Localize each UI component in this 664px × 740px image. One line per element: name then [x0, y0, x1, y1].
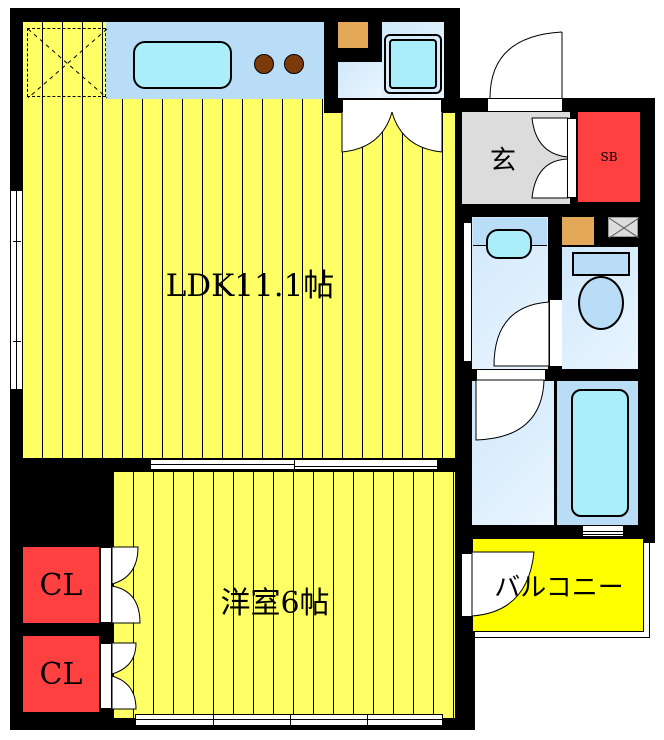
toilet-bowl-icon: [578, 276, 624, 330]
western-room-south-window[interactable]: [135, 714, 443, 726]
washer-alcove: [338, 62, 382, 98]
ldk-room-sliding-door[interactable]: [150, 459, 438, 470]
shoebox-door-frame[interactable]: [567, 118, 577, 198]
closet-2-bifold-door-icon: [111, 642, 137, 710]
front-door[interactable]: [487, 98, 563, 112]
stove-burner-icon: [254, 54, 274, 74]
refrigerator-space: [27, 28, 108, 99]
utility-box-2: [562, 217, 594, 245]
washroom-window[interactable]: [463, 222, 472, 362]
shoe-box[interactable]: SB: [578, 112, 640, 202]
closet-1-bifold-door-icon: [111, 546, 141, 624]
bathtub-icon: [571, 389, 629, 517]
shoebox-door-icon: [531, 117, 569, 199]
balcony-door-swing-icon: [471, 551, 535, 617]
pipe-space-x-icon: [608, 217, 640, 239]
toilet-tank-icon: [572, 252, 630, 276]
ldk-label: LDK11.1帖: [165, 267, 335, 304]
stove-burner-icon: [284, 54, 304, 74]
bathroom-door-swing-icon: [475, 379, 545, 441]
bathroom: [556, 381, 638, 525]
utility-box: [338, 22, 368, 48]
refrigerator-x-icon: [27, 28, 108, 99]
pipe-space: [608, 217, 640, 239]
washer-alcove-door[interactable]: [342, 99, 442, 113]
closet-1-door-frame[interactable]: [100, 547, 112, 623]
closet-2-door-frame[interactable]: [100, 643, 112, 709]
kitchen-counter: [106, 22, 324, 99]
washer-bifold-door-icon: [341, 111, 443, 153]
kitchen-sink: [133, 41, 232, 89]
western-room-floor: [114, 472, 455, 718]
closet-1[interactable]: CL: [23, 547, 99, 623]
washing-machine-icon: [384, 34, 442, 94]
washbasin-icon: [486, 229, 532, 259]
toilet-door[interactable]: [550, 300, 562, 366]
ldk-west-window[interactable]: [10, 190, 23, 390]
western-room-label: 洋室6帖: [220, 586, 330, 621]
washroom-door-swing-icon: [493, 301, 550, 367]
balcony-label: バルコニー: [494, 572, 624, 603]
front-door-swing-icon: [489, 31, 563, 99]
entrance-label: 玄: [489, 145, 516, 176]
closet-2[interactable]: CL: [23, 636, 99, 712]
